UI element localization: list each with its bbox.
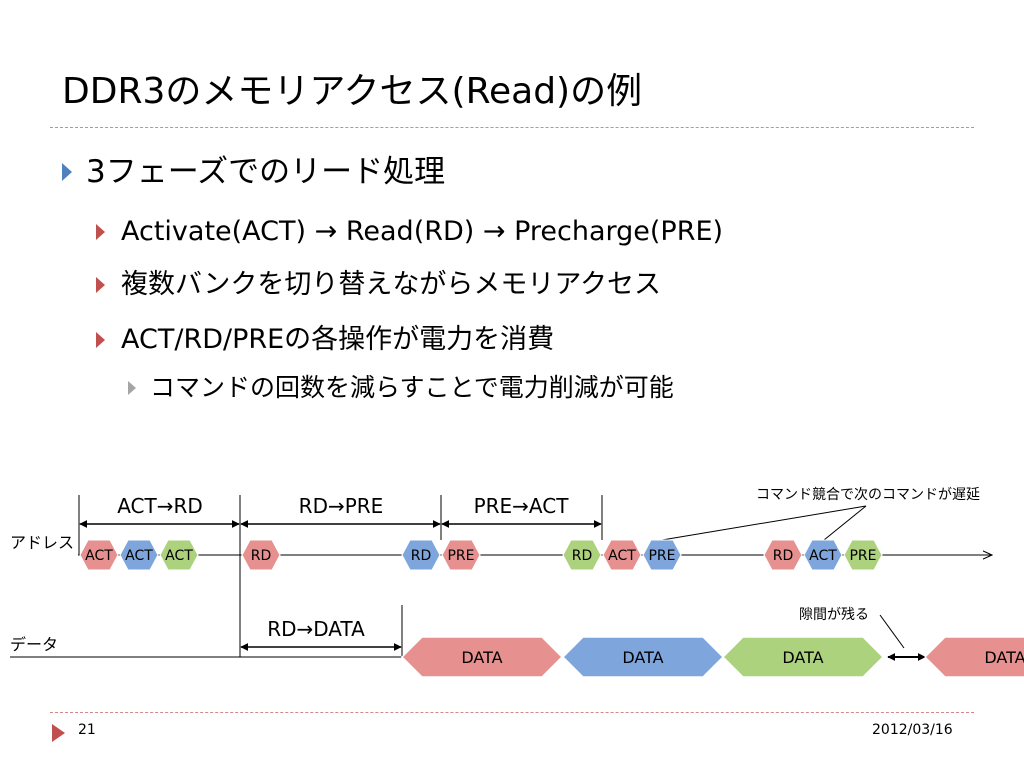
- bullet-3-phase-read: 3フェーズでのリード処理: [62, 150, 445, 194]
- annotation-pointer: [879, 614, 905, 649]
- svg-text:DATA: DATA: [984, 648, 1024, 667]
- annotation-pointer: [823, 505, 867, 541]
- row-label-address: アドレス: [10, 533, 74, 552]
- svg-text:ACT: ACT: [809, 548, 837, 564]
- svg-text:ACT: ACT: [608, 548, 636, 564]
- bullet-act-rd-pre: Activate(ACT) → Read(RD) → Precharge(PRE…: [96, 213, 723, 251]
- svg-text:RD: RD: [572, 548, 593, 564]
- data-burst: DATA: [400, 636, 564, 678]
- bullet-arrow-icon: [96, 277, 105, 293]
- interval-label-act-rd: ACT→RD: [117, 494, 203, 518]
- bullet-text: 複数バンクを切り替えながらメモリアクセス: [121, 269, 661, 300]
- command-act: ACT: [803, 539, 843, 571]
- svg-text:DATA: DATA: [622, 648, 663, 667]
- interval-label-pre-act: PRE→ACT: [474, 494, 570, 518]
- bullet-bank-switching: 複数バンクを切り替えながらメモリアクセス: [96, 266, 661, 304]
- data-burst-layer: DATA DATA DATA DATA: [400, 636, 1024, 678]
- svg-text:RD: RD: [773, 548, 794, 564]
- bullet-arrow-icon: [128, 381, 136, 395]
- interval-label-rd-data: RD→DATA: [267, 617, 365, 641]
- bullet-text: 3フェーズでのリード処理: [86, 154, 446, 190]
- bullet-power-consumption: ACT/RD/PREの各操作が電力を消費: [96, 321, 554, 359]
- bullet-arrow-icon: [96, 332, 105, 348]
- svg-text:DATA: DATA: [461, 648, 502, 667]
- bullet-text: ACT/RD/PREの各操作が電力を消費: [121, 324, 555, 355]
- slide-title: DDR3のメモリアクセス(Read)の例: [62, 71, 643, 112]
- command-pre: PRE: [843, 539, 883, 571]
- svg-text:PRE: PRE: [849, 548, 876, 564]
- command-rd: RD: [562, 539, 602, 571]
- ddr3-timing-diagram: アドレス データ ACT→RD RD→PRE PRE→ACT RD→DATA コ…: [10, 487, 1024, 678]
- page-number: 21: [78, 722, 96, 738]
- bullet-arrow-icon: [96, 224, 105, 240]
- svg-text:PRE: PRE: [447, 548, 474, 564]
- bullet-arrow-icon: [62, 163, 72, 181]
- slide-date: 2012/03/16: [872, 722, 953, 738]
- svg-text:ACT: ACT: [125, 548, 153, 564]
- command-rd: RD: [401, 539, 441, 571]
- data-burst: DATA: [561, 636, 725, 678]
- bullet-power-reduction: コマンドの回数を減らすことで電力削減が可能: [128, 370, 674, 406]
- annotation-gap: 隙間が残る: [799, 607, 869, 623]
- command-act: ACT: [159, 539, 199, 571]
- command-act: ACT: [119, 539, 159, 571]
- svg-text:ACT: ACT: [85, 548, 113, 564]
- annotation-command-conflict: コマンド競合で次のコマンドが遅延: [756, 487, 980, 503]
- row-label-data: データ: [10, 635, 58, 654]
- svg-text:ACT: ACT: [165, 548, 193, 564]
- bullet-text: コマンドの回数を減らすことで電力削減が可能: [150, 373, 674, 402]
- title-divider: [50, 127, 974, 128]
- command-rd: RD: [241, 539, 281, 571]
- command-act: ACT: [602, 539, 642, 571]
- command-pre: PRE: [441, 539, 481, 571]
- data-burst: DATA: [923, 636, 1024, 678]
- command-layer: ACT ACT ACT RD RD PRE RD ACT PRE RD ACT PRE: [79, 539, 883, 571]
- footer-divider: [50, 712, 974, 713]
- svg-text:RD: RD: [411, 548, 432, 564]
- svg-text:PRE: PRE: [648, 548, 675, 564]
- command-rd: RD: [763, 539, 803, 571]
- data-burst: DATA: [721, 636, 885, 678]
- interval-label-rd-pre: RD→PRE: [299, 494, 384, 518]
- svg-text:RD: RD: [251, 548, 272, 564]
- footer-arrow-icon: [52, 724, 65, 742]
- svg-text:DATA: DATA: [782, 648, 823, 667]
- command-act: ACT: [79, 539, 119, 571]
- bullet-text: Activate(ACT) → Read(RD) → Precharge(PRE…: [121, 216, 724, 247]
- annotation-pointer: [661, 505, 867, 541]
- command-pre: PRE: [642, 539, 682, 571]
